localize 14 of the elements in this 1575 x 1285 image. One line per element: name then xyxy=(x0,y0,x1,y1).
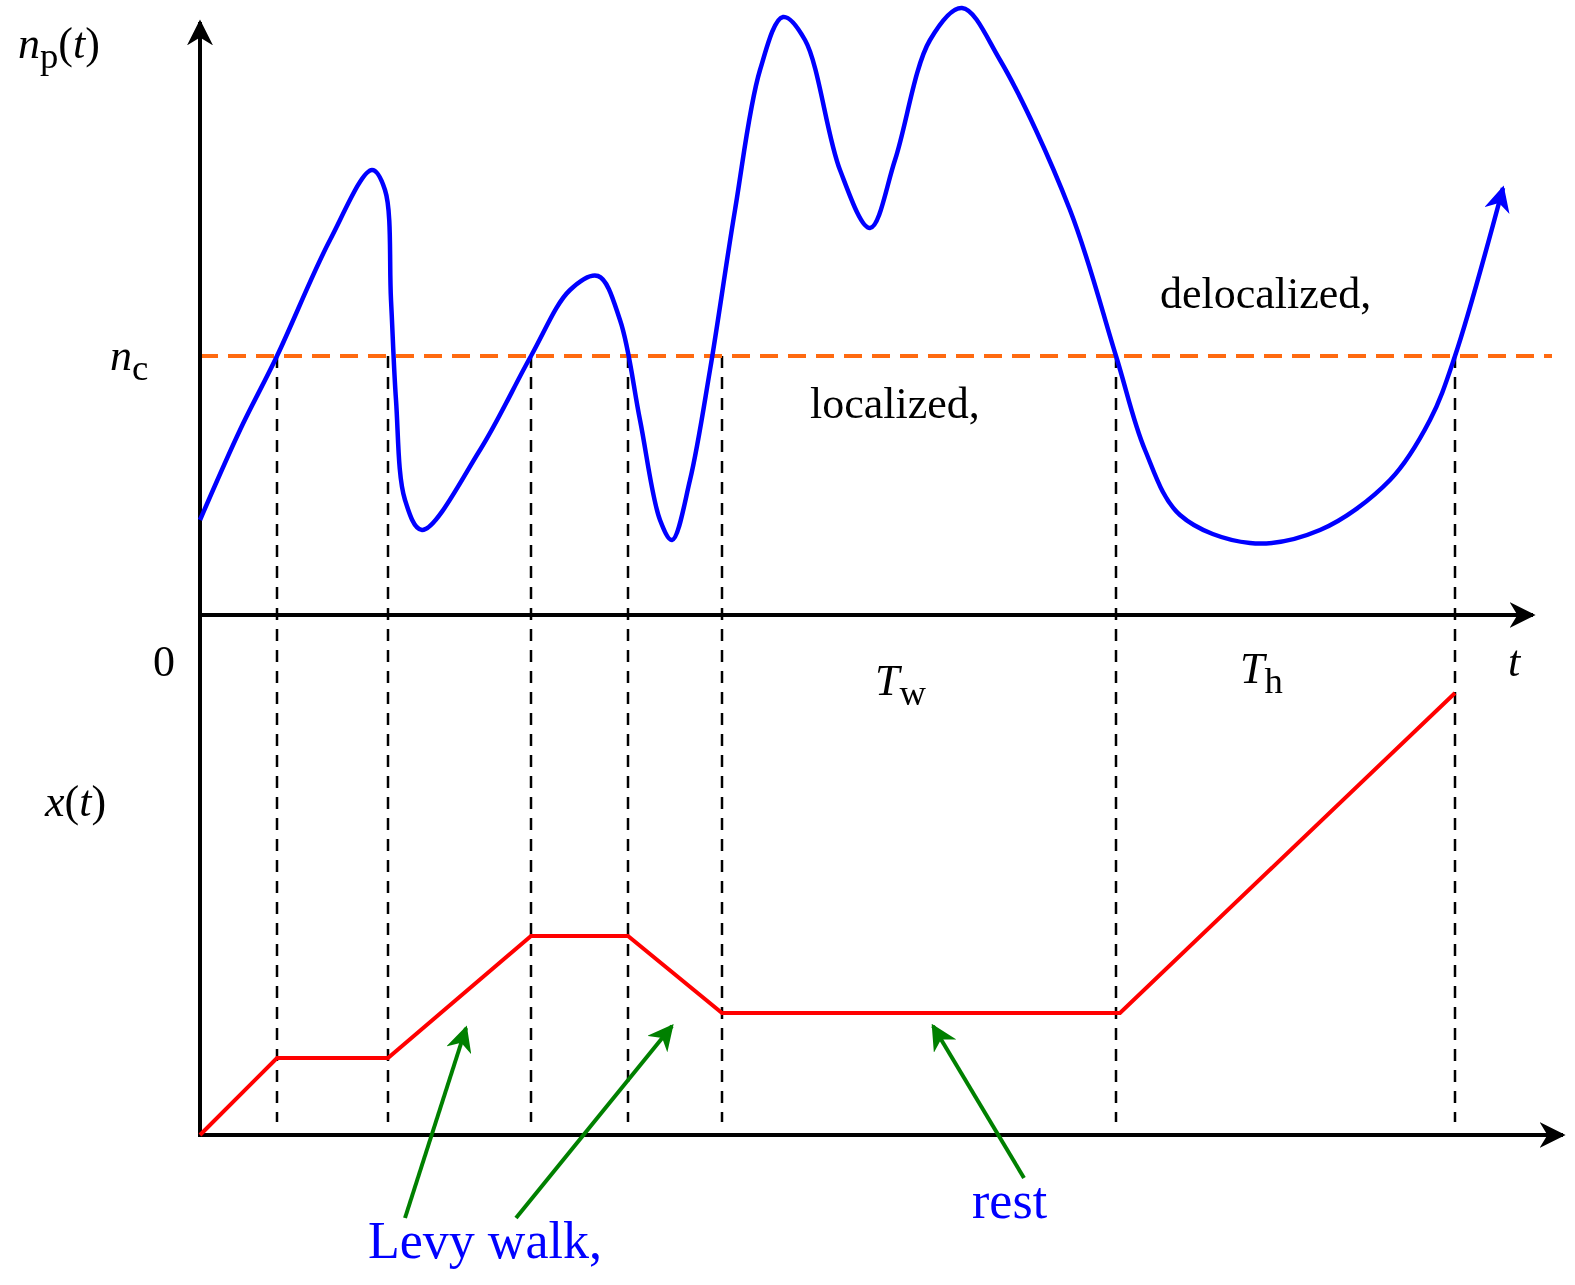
annotation-text: rest xyxy=(972,1172,1048,1230)
leader-arrow xyxy=(514,1024,674,1220)
axis-label: T$_{w}$ xyxy=(875,657,926,714)
axis-label: 0 xyxy=(153,638,175,687)
axis-label: t xyxy=(1508,638,1521,687)
annotation-text: Levy walk, xyxy=(368,1212,602,1270)
axis-label: x(t) xyxy=(45,778,107,827)
axis-label: T$_{h}$ xyxy=(1240,645,1283,702)
axis-label: n$_{p}$(t) xyxy=(18,20,100,77)
axis-label: n$_{c}$ xyxy=(110,332,149,389)
leader-arrow xyxy=(403,1025,472,1219)
axis-label: localized, xyxy=(810,380,980,429)
leader-arrow xyxy=(931,1023,1026,1180)
axis-label: delocalized, xyxy=(1160,270,1372,319)
